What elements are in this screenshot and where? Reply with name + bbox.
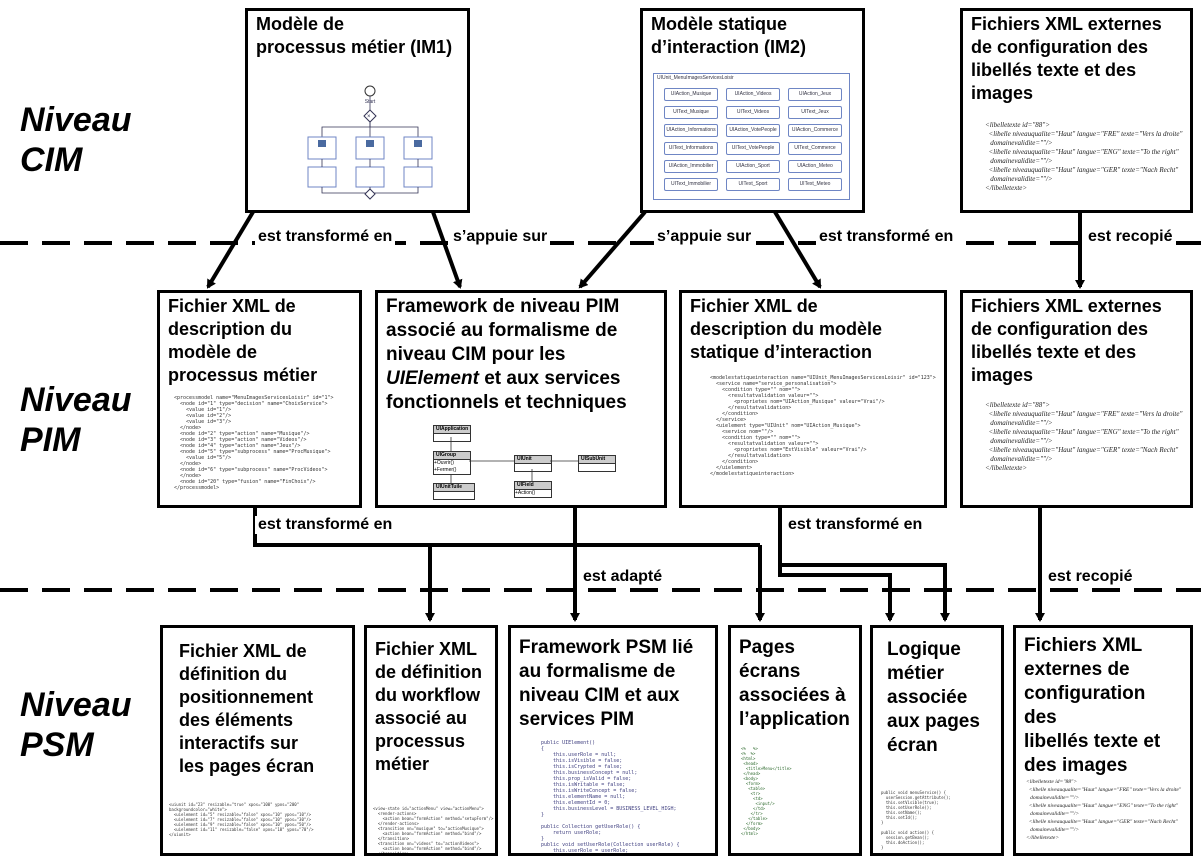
label-xml-recopie-2: est recopié: [1045, 568, 1136, 586]
ui-button: UIText_Informations: [664, 142, 718, 155]
ui-button: UIAction_Meteo: [788, 160, 842, 173]
ui-button: UIAction_Immobilier: [664, 160, 718, 173]
psm-pages-snippet: <% %> <% %> <html> <head> <title>Menu</t…: [741, 746, 792, 836]
line-interaction-transform: [778, 508, 950, 622]
ui-button: UIText_VotePeople: [726, 142, 780, 155]
ui-button: UIAction_Musique: [664, 88, 718, 101]
label-pim-transform-left: est transformé en: [255, 516, 396, 534]
ui-button: UIAction_Sport: [726, 160, 780, 173]
uml-class-uisubunit: UISubUnit: [578, 455, 616, 472]
ui-button: UIText_Videos: [726, 106, 780, 119]
psm-workflow-snippet: <view-state id="actionMenu" view="action…: [373, 806, 494, 856]
pim-process-snippet: <processmodel name="MenuImagesServicesLo…: [174, 395, 334, 491]
ui-button: UIText_Sport: [726, 178, 780, 191]
uml-links: [450, 437, 578, 483]
arrow-im2-to-xml: [773, 210, 822, 289]
psm-logique-snippet: public void menuService() { userSession.…: [881, 790, 951, 850]
psm-xml-snippet: <libelletexte id="88"> <libelle niveauqu…: [1026, 779, 1182, 841]
process-model-diagram: Start ×: [307, 85, 433, 200]
ui-button: UIAction_Videos: [726, 88, 780, 101]
psm-positionnement-snippet: <uiunit id="23" resizable="true" xpos="1…: [169, 802, 314, 837]
psm-framework-snippet: public UIElement() { this.userRole = nul…: [541, 740, 680, 854]
ui-button: UIAction_Commerce: [788, 124, 842, 137]
label-im1-transform: est transformé en: [255, 228, 396, 246]
label-pim-adapte: est adapté: [580, 568, 666, 586]
ui-button: UIText_Musique: [664, 106, 718, 119]
ui-button: UIText_Meteo: [788, 178, 842, 191]
label-im1-appuie: s’appuie sur: [450, 228, 551, 246]
ui-unit-frame: UIUnit_MenuImagesServicesLoisir UIAction…: [653, 73, 850, 200]
uml-class-uiunit: UIUnit: [514, 455, 552, 472]
ui-button: UIText_Jeux: [788, 106, 842, 119]
pim-xml-snippet: <libelletexte id="88"> <libelle niveauqu…: [985, 401, 1183, 472]
line-interaction-to-logique: [778, 565, 895, 622]
ui-button: UIAction_Informations: [664, 124, 718, 137]
ui-button: UIAction_Jeux: [788, 88, 842, 101]
uml-class-uifield: UIField+Action(): [514, 481, 552, 498]
label-pim-transform-right: est transformé en: [785, 516, 926, 534]
uml-class-uigroup: UIGroup+Ouvrir()+Fermer(): [433, 451, 471, 475]
label-xml-recopie-1: est recopié: [1085, 228, 1176, 246]
arrow-im2-to-framework: [578, 210, 647, 289]
ui-button: UIText_Commerce: [788, 142, 842, 155]
svg-text:×: ×: [367, 114, 371, 120]
ui-button: UIAction_VotePeople: [726, 124, 780, 137]
arrow-im1-to-framework: [431, 211, 463, 289]
label-im2-transform: est transformé en: [816, 228, 957, 246]
ui-button: UIText_Immobilier: [664, 178, 718, 191]
arrow-im1-to-xml: [206, 210, 255, 289]
cim-xml-snippet: <libelletexte id="88"> <libelle niveauqu…: [985, 121, 1183, 192]
ui-unit-header: UIUnit_MenuImagesServicesLoisir: [657, 75, 734, 81]
label-im2-appuie: s’appuie sur: [654, 228, 755, 246]
uml-class-uiapplication: UIApplication: [433, 425, 471, 442]
uml-class-uiunittuile: UIUnitTuile: [433, 483, 475, 500]
pim-interaction-snippet: <modelestatiqueinteraction name="UIUnit_…: [710, 375, 936, 477]
